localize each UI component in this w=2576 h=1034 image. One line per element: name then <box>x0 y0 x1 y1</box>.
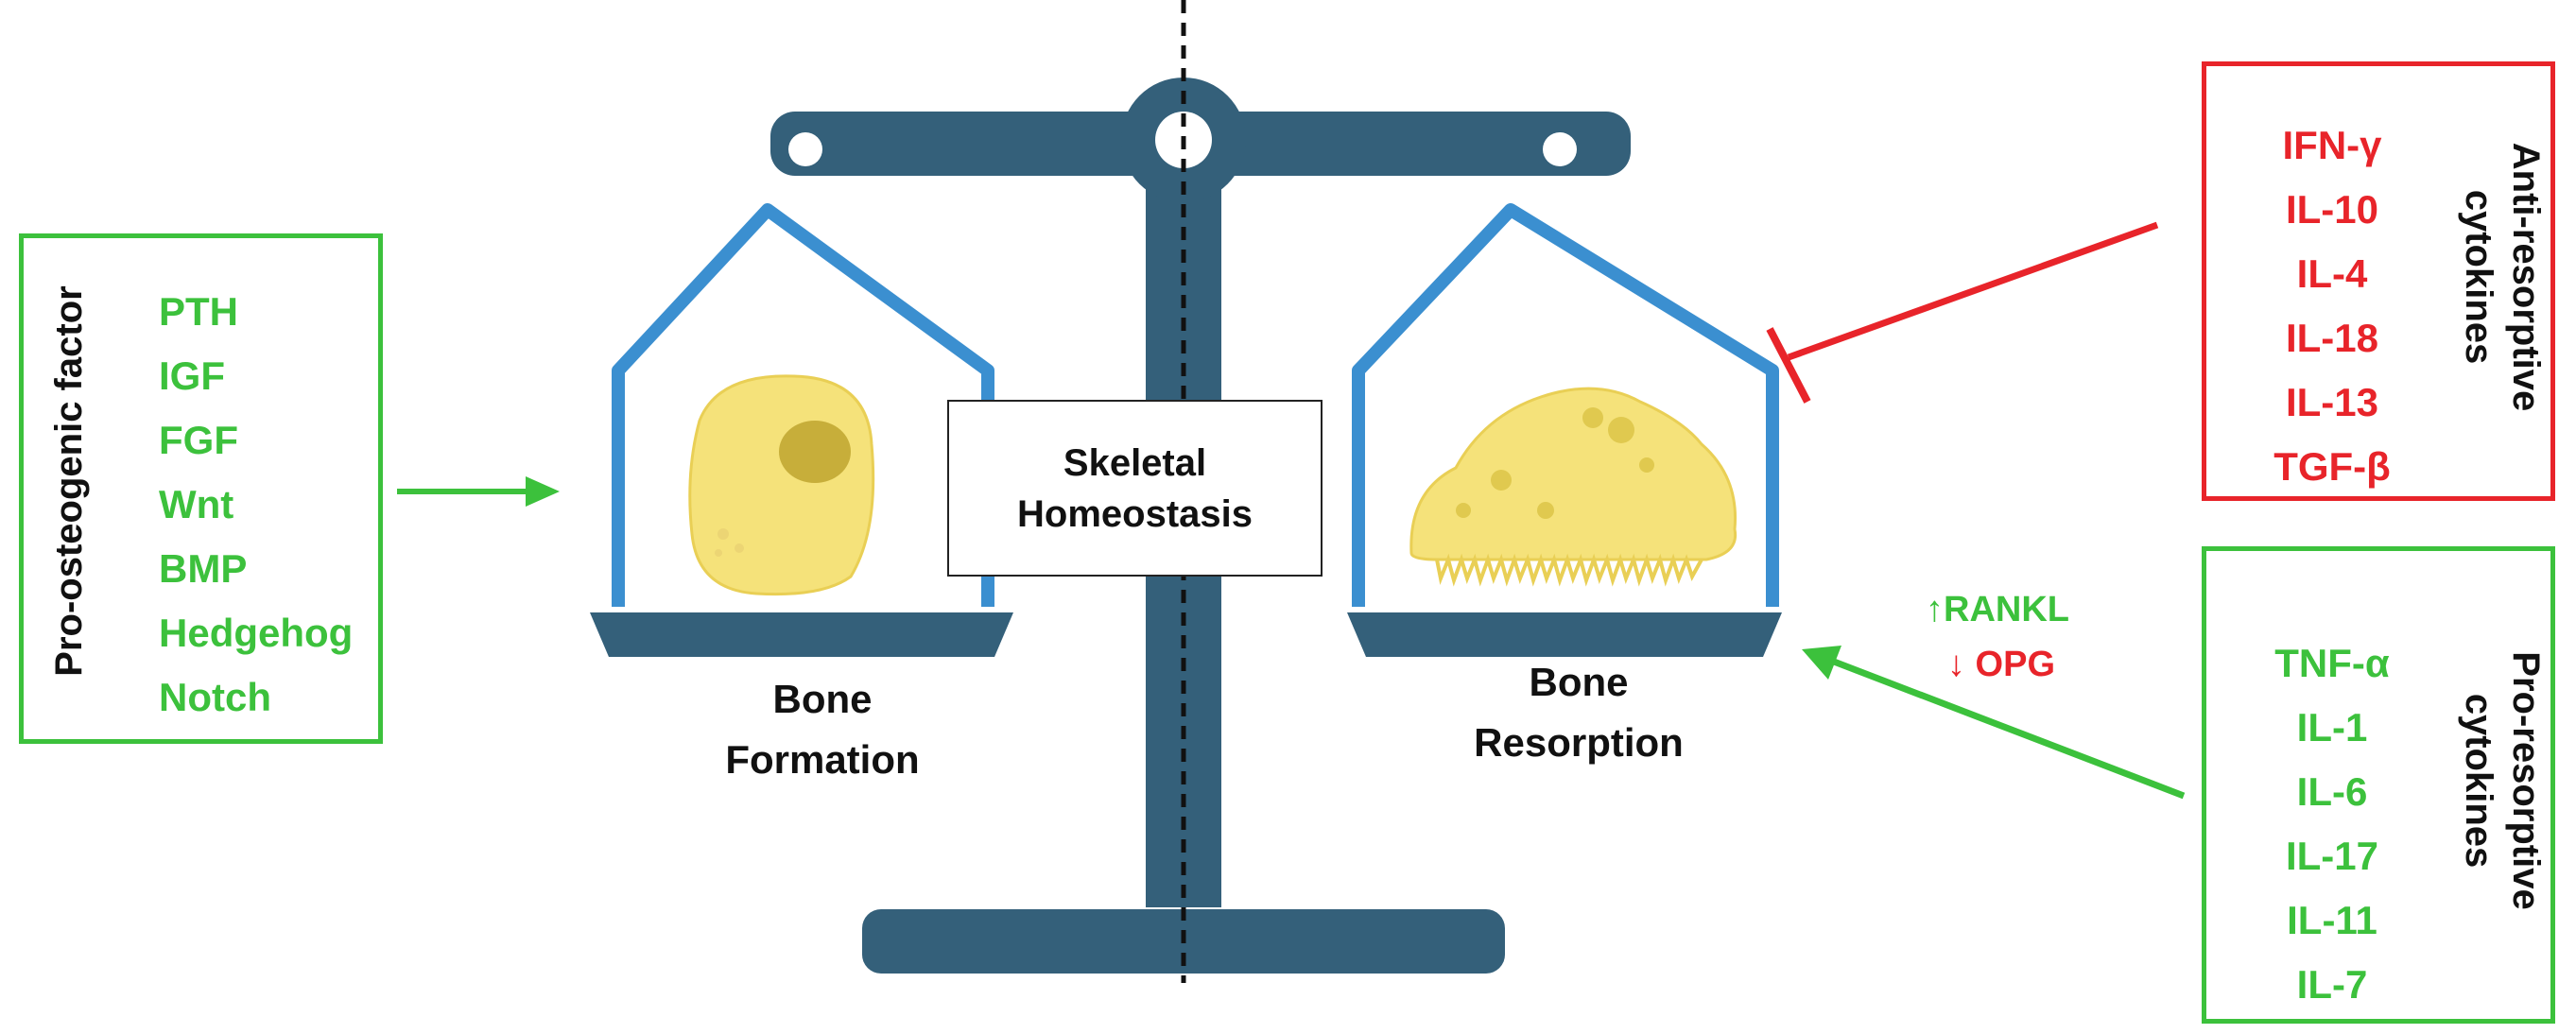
osteoblast-dot <box>735 543 744 553</box>
pro-resorptive-item: IL-17 <box>2285 834 2379 878</box>
beam-hole-left <box>788 132 822 166</box>
center-line2: Homeostasis <box>1017 492 1253 535</box>
left-pan-tray <box>590 612 1013 657</box>
pro-resorptive-item: IL-7 <box>2296 962 2368 1007</box>
anti-resorptive-item: IL-10 <box>2285 187 2379 232</box>
right-pan-tray <box>1347 612 1782 657</box>
anti-resorptive-item: IFN-γ <box>2282 123 2382 167</box>
osteoclast-nucleus <box>1608 417 1634 443</box>
pro-osteogenic-item: FGF <box>159 418 238 462</box>
osteoclast-nucleus <box>1456 503 1471 518</box>
osteoclast-nucleus <box>1582 407 1603 428</box>
center-line1: Skeletal <box>1063 441 1207 484</box>
osteoblast-dot <box>717 528 729 540</box>
pro-osteogenic-item: Wnt <box>159 482 234 526</box>
osteoblast-cell <box>688 374 875 596</box>
pro-osteogenic-arrowhead <box>526 476 560 507</box>
skeletal-homeostasis-box: Skeletal Homeostasis <box>947 400 1323 577</box>
osteoclast-cell <box>1409 387 1738 561</box>
anti-resorptive-item: IL-4 <box>2296 251 2368 296</box>
pro-resorptive-item: TNF-α <box>2274 641 2390 685</box>
pro-osteogenic-item: Notch <box>159 675 271 719</box>
pro-resorptive-box <box>2202 546 2555 1024</box>
pro-resorptive-item: IL-1 <box>2296 705 2368 750</box>
bone-formation-label: Bone Formation <box>681 669 964 790</box>
pro-osteogenic-item: IGF <box>159 353 225 398</box>
rankl-label: ↑RANKL <box>1926 590 2069 629</box>
pro-resorptive-arrow <box>1832 658 2186 800</box>
anti-resorptive-title-line1: Anti-resorptive <box>2505 142 2547 412</box>
pro-resorptive-title: Pro-resorptive cytokines <box>2455 582 2550 979</box>
pro-resorptive-title-line1: Pro-resorptive <box>2505 651 2547 910</box>
bone-formation-line2: Formation <box>725 737 920 782</box>
bone-resorption-label: Bone Resorption <box>1437 652 1720 773</box>
pro-osteogenic-item: PTH <box>159 289 238 334</box>
bone-resorption-line1: Bone <box>1529 660 1629 704</box>
pro-resorptive-item: IL-11 <box>2287 898 2377 942</box>
pro-osteogenic-box <box>19 233 383 744</box>
osteoclast-ruffled-border <box>1435 553 1703 587</box>
pro-osteogenic-item: BMP <box>159 546 248 591</box>
anti-resorptive-item: IL-18 <box>2285 316 2379 360</box>
osteoclast-nucleus <box>1639 457 1654 473</box>
osteoclast-nucleus <box>1491 470 1512 491</box>
anti-resorptive-title-line2: cytokines <box>2458 189 2499 365</box>
pro-osteogenic-title: Pro-osteogenic factor <box>48 285 90 677</box>
right-pan-hanger <box>1352 203 1779 607</box>
bone-resorption-line2: Resorption <box>1474 720 1684 765</box>
beam-hole-right <box>1543 132 1577 166</box>
anti-resorptive-inhibition-line <box>1787 221 2159 361</box>
osteoclast-nucleus <box>1537 502 1554 519</box>
pro-resorptive-item: IL-6 <box>2296 769 2368 814</box>
anti-resorptive-inhibition-bar <box>1766 327 1811 404</box>
anti-resorptive-item: TGF-β <box>2273 444 2391 489</box>
pro-osteogenic-item: Hedgehog <box>159 611 354 655</box>
opg-label: ↓ OPG <box>1947 645 2056 684</box>
anti-resorptive-item: IL-13 <box>2285 380 2379 424</box>
anti-resorptive-title: Anti-resorptive cytokines <box>2455 78 2550 475</box>
pro-resorptive-arrowhead <box>1802 646 1841 680</box>
osteoblast-dot <box>715 549 722 557</box>
anti-resorptive-box <box>2202 61 2555 501</box>
pro-resorptive-title-line2: cytokines <box>2458 693 2499 869</box>
osteoblast-nucleus <box>779 421 851 483</box>
bone-formation-line1: Bone <box>772 677 873 721</box>
